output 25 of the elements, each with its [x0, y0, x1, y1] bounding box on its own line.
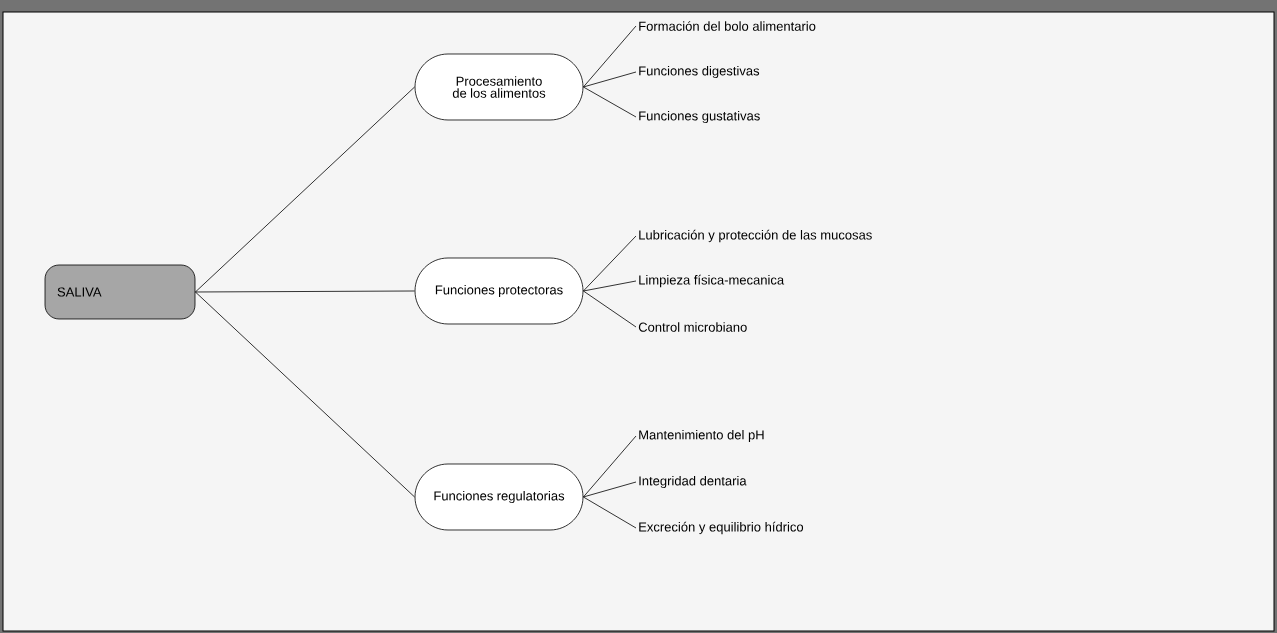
function-label: Funciones digestivas — [639, 65, 760, 79]
function-label: Lubricación y protección de las mucosas — [639, 229, 872, 243]
category-box: Funciones protectoras — [414, 257, 584, 325]
function-label: Mantenimiento del pH — [639, 429, 764, 443]
function-label: Funciones gustativas — [639, 110, 760, 124]
function-label: Limpieza física-mecanica — [639, 274, 785, 288]
connector-line — [583, 86, 637, 118]
function-label: Formación del bolo alimentario — [639, 21, 816, 31]
category-box: Funciones regulatorias — [414, 463, 584, 531]
connector-line — [583, 481, 637, 498]
connector-line — [195, 290, 415, 293]
connector-line — [195, 86, 415, 293]
connector-line — [583, 235, 637, 292]
connector-line — [583, 435, 637, 498]
connector-line — [583, 290, 637, 328]
connector-line — [583, 71, 637, 88]
connector-line — [583, 496, 637, 529]
connector-line — [583, 280, 637, 292]
category-box: Procesamiento de los alimentos — [414, 53, 584, 121]
function-label: Excreción y equilibrio hídrico — [639, 521, 804, 535]
connector-line — [195, 291, 415, 498]
function-label: Control microbiano — [638, 322, 747, 332]
root-box: SALIVA — [44, 264, 196, 320]
function-label: Integridad dentaria — [639, 475, 747, 489]
connector-line — [583, 25, 637, 88]
